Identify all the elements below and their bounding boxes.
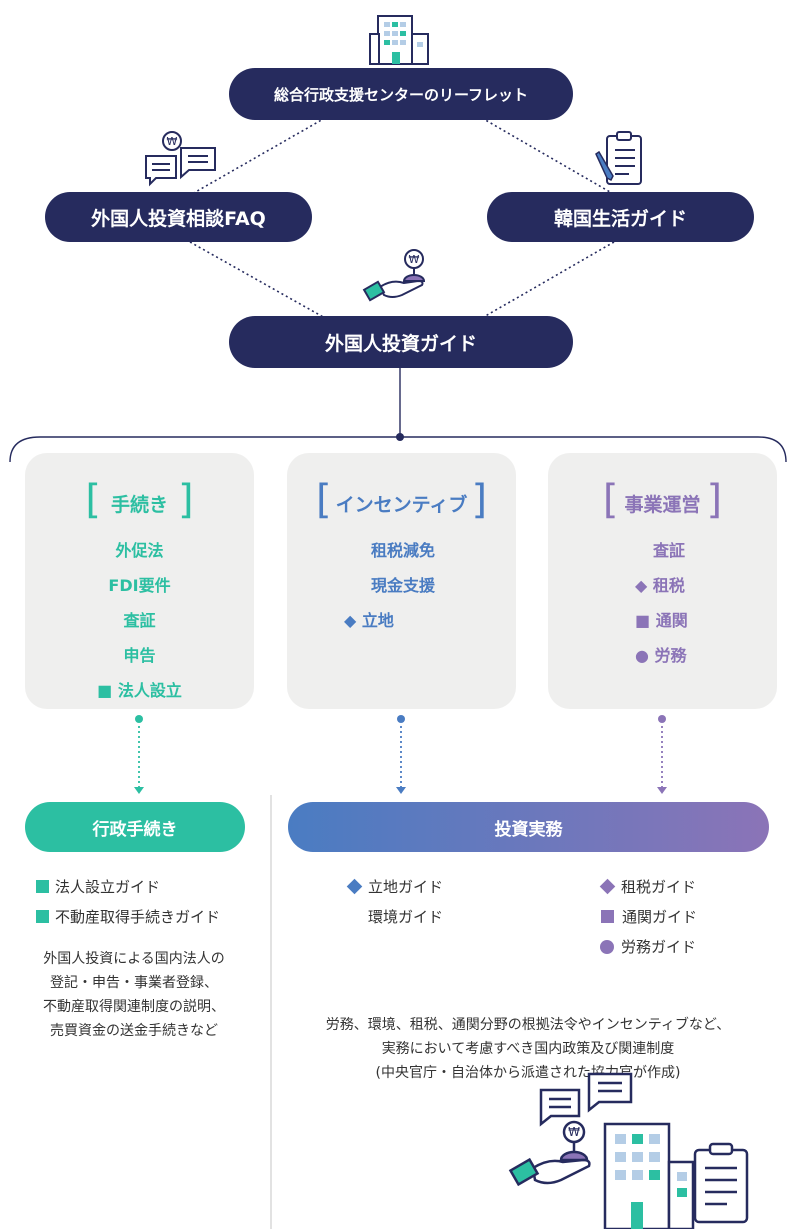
list-item[interactable]: 環境ガイド [368, 908, 444, 926]
building-icon [369, 15, 429, 65]
practice-guide-list-left: 立地ガイド 環境ガイド [346, 872, 444, 932]
svg-text:₩: ₩ [167, 135, 178, 148]
practice-guide-list-right: 租税ガイド 通関ガイド 労務ガイド [599, 872, 697, 962]
hand-coin-icon: ₩ [362, 249, 426, 302]
card-item: FDI要件 [108, 576, 171, 595]
diamond-bullet-icon [346, 878, 363, 895]
card-item: ■ 通関 [635, 611, 688, 630]
card-item: 査証 [123, 611, 156, 630]
list-item[interactable]: 立地ガイド [346, 872, 443, 902]
diamond-bullet-icon [599, 878, 616, 895]
admin-procedures-pill[interactable]: 行政手続き [25, 802, 245, 852]
card-item: ◆ 立地 [344, 611, 394, 630]
investment-practice-pill[interactable]: 投資実務 [288, 802, 769, 852]
list-item[interactable]: 租税ガイド [599, 872, 697, 902]
card-item: ◆ 租税 [635, 576, 685, 595]
investment-illustration-icon: ₩ [508, 1072, 749, 1229]
card-title: インセンティブ [335, 493, 468, 516]
admin-description: 外国人投資による国内法人の 登記・申告・事業者登録、 不動産取得関連制度の説明、… [43, 951, 225, 1039]
bracket-close-icon: ] [706, 477, 723, 523]
leaflet-node[interactable]: 総合行政支援センターのリーフレット [229, 68, 573, 120]
incentives-card: [インセンティブ] 租税減免 現金支援 ◆ 立地 [287, 453, 516, 709]
card-item: ● 労務 [635, 646, 687, 665]
list-item[interactable]: 不動産取得手続きガイド [36, 902, 220, 932]
bracket-close-icon: ] [178, 477, 194, 523]
svg-text:₩: ₩ [568, 1125, 580, 1139]
list-item[interactable]: 労務ガイド [600, 932, 697, 962]
list-item[interactable]: 法人設立ガイド [36, 872, 220, 902]
life-guide-node[interactable]: 韓国生活ガイド [487, 192, 754, 242]
circle-bullet-icon [600, 940, 614, 954]
card-item: ■ 法人設立 [97, 681, 182, 700]
faq-node[interactable]: 外国人投資相談FAQ [45, 192, 312, 242]
square-bullet-icon [601, 910, 614, 923]
square-bullet-icon [36, 880, 49, 893]
procedures-card: [ 手続き] 外促法 FDI要件 査証 申告 ■ 法人設立 [25, 453, 254, 709]
chat-bubbles-icon: ₩ [145, 131, 216, 187]
admin-guide-list: 法人設立ガイド 不動産取得手続きガイド [36, 872, 220, 932]
svg-text:₩: ₩ [409, 253, 420, 266]
card-item: 外促法 [115, 541, 164, 560]
bracket-close-icon: ] [471, 477, 488, 523]
card-title: 手続き [110, 493, 168, 516]
clipboard-icon [595, 131, 642, 185]
bracket-open-icon: [ [315, 477, 332, 523]
card-item: 査証 [653, 541, 686, 560]
card-item: 租税減免 [371, 541, 436, 560]
card-item: 申告 [123, 646, 156, 665]
operations-card: [事業運営] 査証 ◆ 租税 ■ 通関 ● 労務 [548, 453, 777, 709]
list-item[interactable]: 通関ガイド [600, 902, 697, 932]
bracket-open-icon: [ [85, 477, 101, 523]
card-item: 現金支援 [371, 576, 436, 595]
investment-guide-node[interactable]: 外国人投資ガイド [229, 316, 573, 368]
card-title: 事業運営 [624, 493, 701, 516]
bracket-open-icon: [ [602, 477, 619, 523]
square-bullet-icon [36, 910, 49, 923]
